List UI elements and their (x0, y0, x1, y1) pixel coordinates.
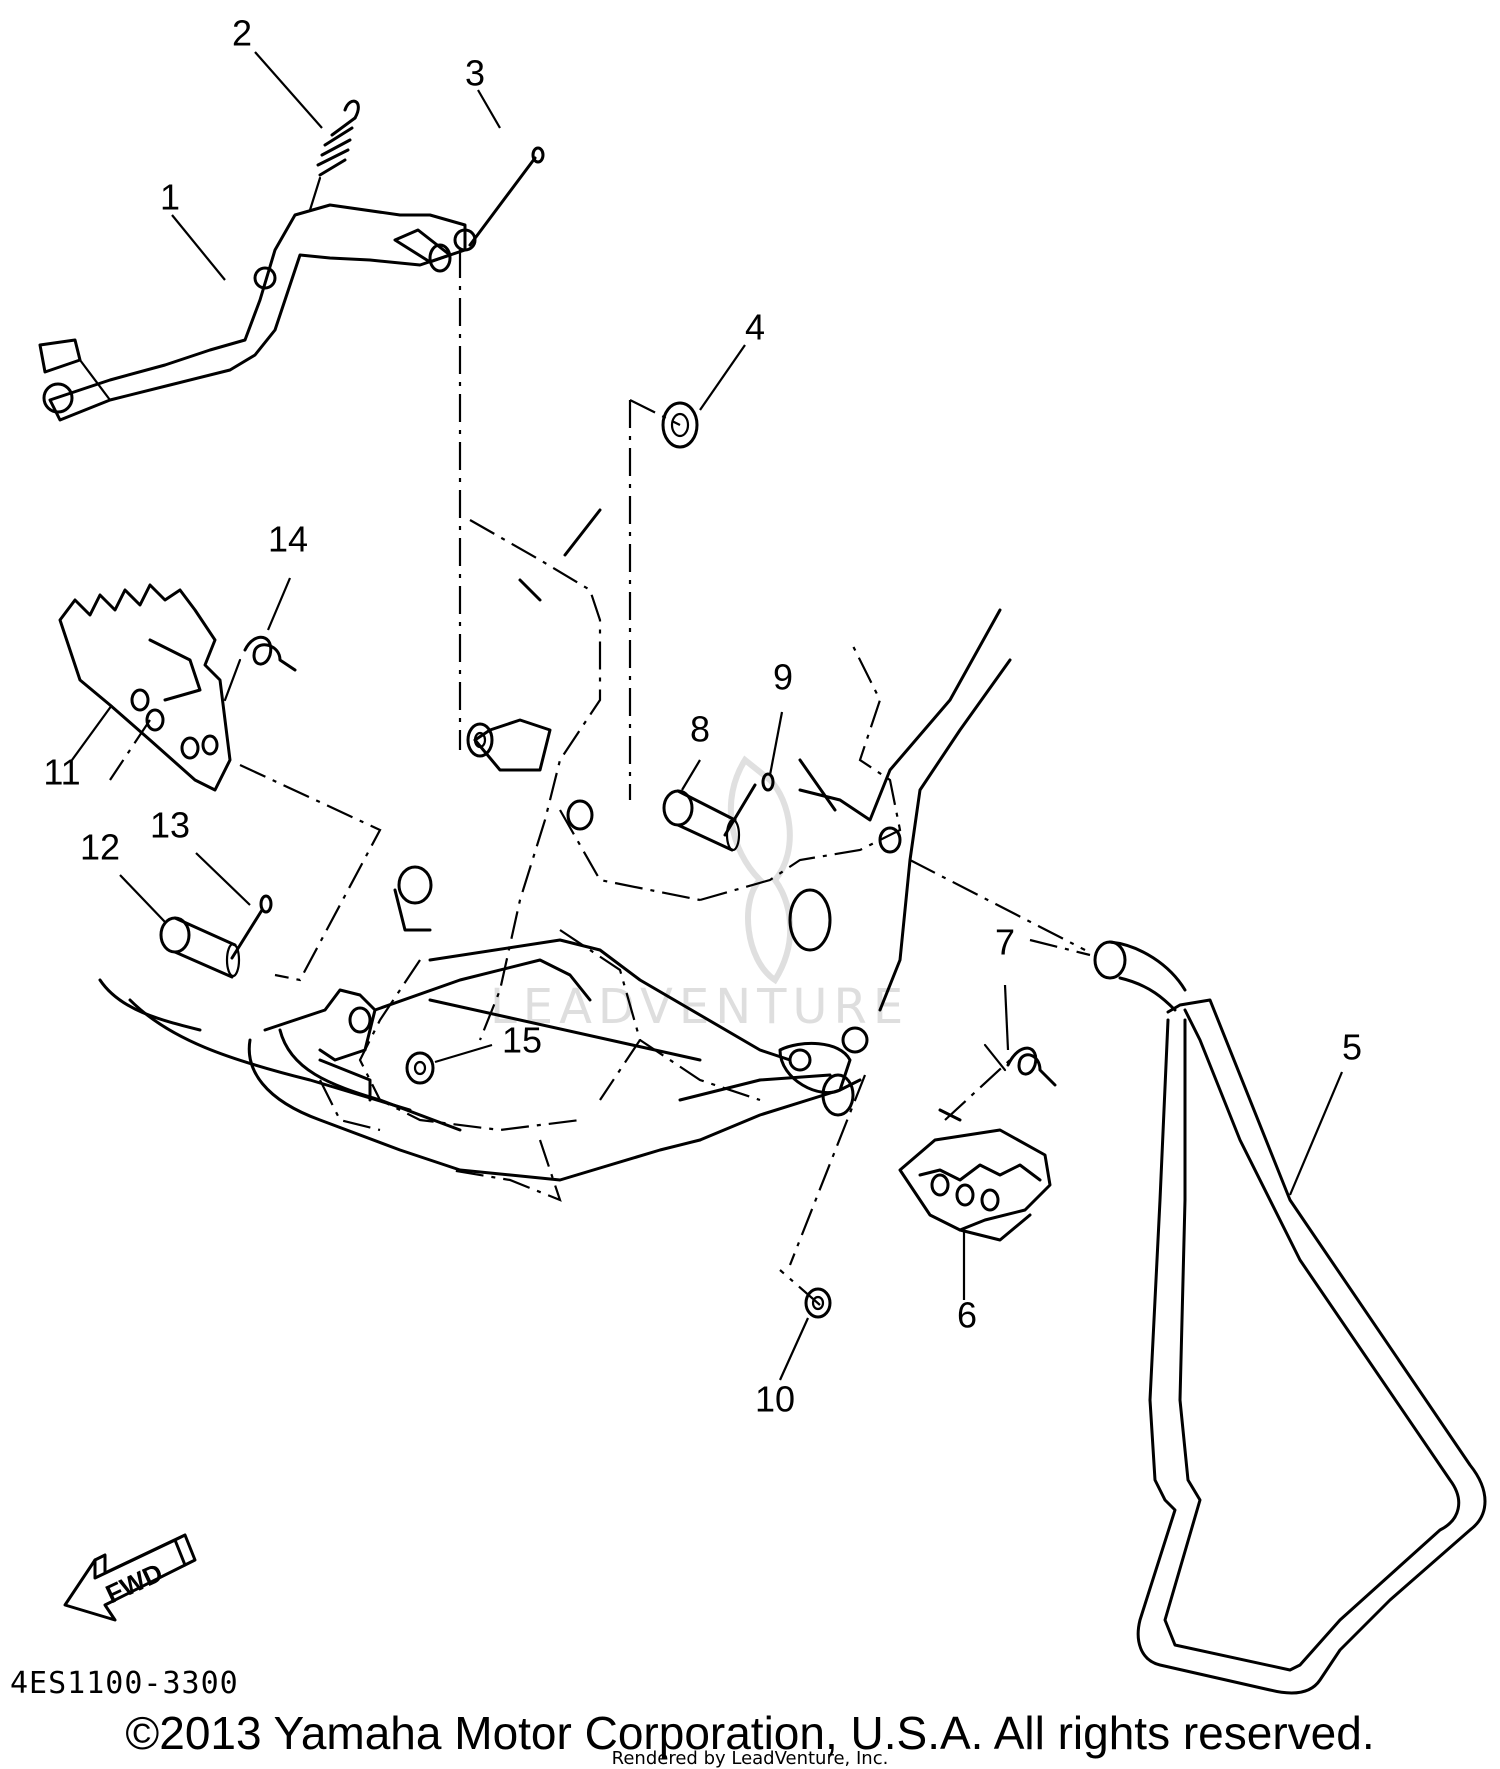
frame-outline (319, 250, 902, 1202)
callout-9: 9 (773, 657, 793, 698)
callout-leaders (71, 51, 1344, 1381)
pedal-return-spring[interactable] (308, 99, 360, 212)
brake-pedal[interactable] (38, 203, 477, 422)
callout-12: 12 (80, 827, 120, 868)
pin-12[interactable] (159, 916, 241, 979)
callout-1: 1 (160, 177, 180, 218)
watermark: LEADVENTURE (490, 755, 909, 1035)
callouts: 1 2 3 4 5 6 7 8 9 10 11 12 13 14 15 (43, 13, 1362, 1420)
fwd-arrow-icon: FWD (63, 1533, 197, 1622)
callout-8: 8 (690, 709, 710, 750)
callout-11: 11 (43, 752, 80, 793)
copyright-notice: ©2013 Yamaha Motor Corporation, U.S.A. A… (125, 1707, 1375, 1759)
cotter-pin-9[interactable] (723, 772, 775, 837)
kickstand-5[interactable] (1093, 940, 1487, 1695)
rendered-by-notice: Rendered by LeadVenture, Inc. (611, 1748, 889, 1769)
footrest-left-11[interactable] (58, 583, 232, 792)
callout-14: 14 (268, 519, 308, 560)
footrest-spring-7[interactable] (983, 1043, 1057, 1087)
callout-3: 3 (465, 53, 485, 94)
callout-15: 15 (502, 1020, 542, 1061)
callout-7: 7 (995, 922, 1015, 963)
callout-5: 5 (1342, 1027, 1362, 1068)
collar-15[interactable] (405, 1051, 435, 1085)
pin-8[interactable] (662, 789, 741, 852)
fwd-label: FWD (101, 1557, 167, 1609)
washer-4[interactable] (661, 401, 699, 449)
part-number: 4ES1100-3300 (10, 1666, 239, 1701)
footrest-spring-14[interactable] (223, 636, 297, 702)
cotter-pin-3[interactable] (468, 146, 545, 247)
washer-10[interactable] (804, 1287, 832, 1319)
callout-10: 10 (755, 1379, 795, 1420)
callout-6: 6 (957, 1295, 977, 1336)
callout-13: 13 (150, 805, 190, 846)
footrest-right-6[interactable] (898, 1128, 1052, 1242)
callout-2: 2 (232, 13, 252, 54)
cotter-pin-13[interactable] (230, 894, 273, 960)
callout-4: 4 (745, 307, 765, 348)
frame-solid (98, 508, 1012, 1182)
watermark-text: LEADVENTURE (490, 979, 909, 1035)
